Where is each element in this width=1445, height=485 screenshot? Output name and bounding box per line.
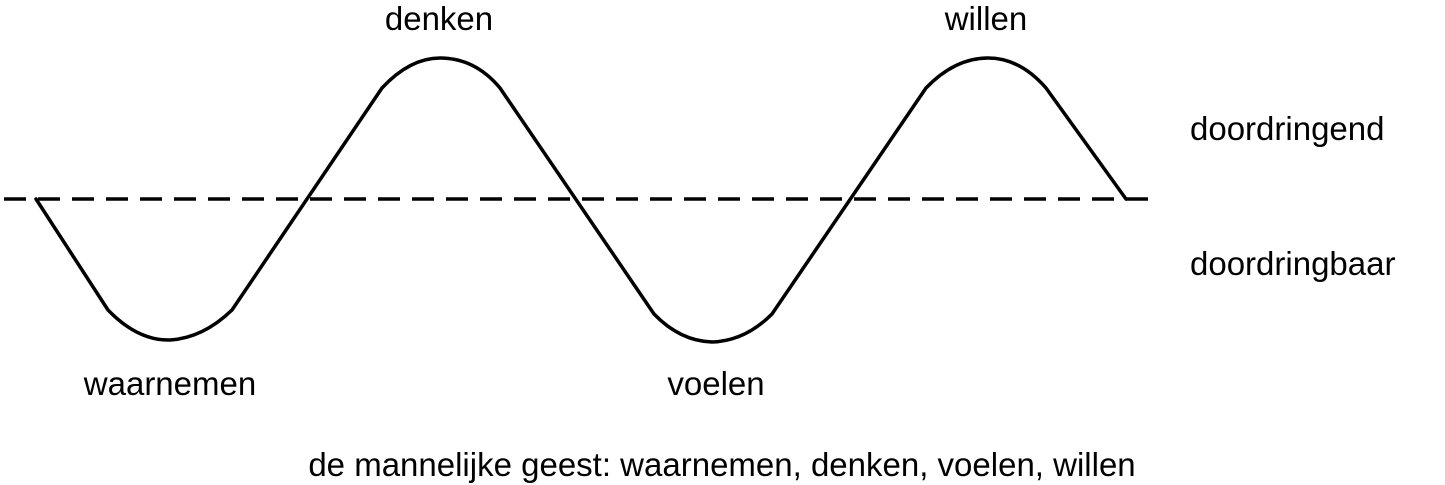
lower-region-label: doordringbaar bbox=[1190, 245, 1395, 282]
wave-curve bbox=[34, 56, 1128, 344]
peak-label-denken: denken bbox=[385, 0, 493, 37]
peak-label-willen: willen bbox=[944, 0, 1028, 37]
trough-label-waarnemen: waarnemen bbox=[83, 365, 256, 402]
diagram-caption: de mannelijke geest: waarnemen, denken, … bbox=[308, 446, 1135, 483]
trough-label-voelen: voelen bbox=[667, 365, 764, 402]
upper-region-label: doordringend bbox=[1190, 110, 1385, 147]
